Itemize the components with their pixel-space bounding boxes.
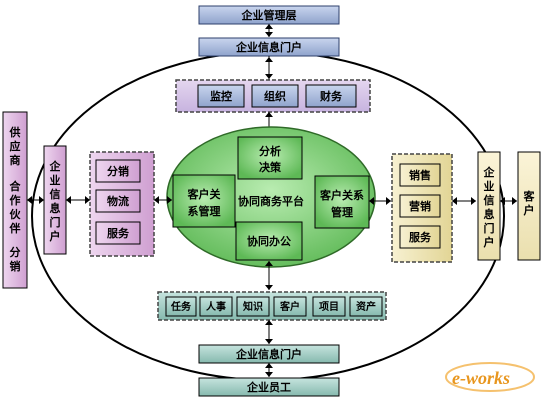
lower-item-4: 客户 [279, 300, 300, 313]
svg-text:应: 应 [10, 139, 21, 153]
left-item-2: 物流 [107, 194, 129, 208]
bottom-portal-label: 企业信息门户 [235, 347, 302, 361]
svg-text:销: 销 [10, 259, 21, 273]
lower-item-6: 资产 [356, 300, 376, 313]
upper-item-2: 组织 [264, 89, 286, 103]
upper-group: 监控 组织 财务 [175, 79, 371, 113]
lower-item-5: 项目 [319, 301, 339, 313]
lower-item-3: 知识 [242, 300, 263, 313]
svg-text:客户关系: 客户关系 [319, 188, 364, 202]
management-box: 企业管理层 [198, 5, 340, 25]
office-box: 协同办公 [235, 221, 303, 261]
upper-item-3: 财务 [319, 89, 343, 103]
staff-label: 企业员工 [246, 380, 291, 394]
right-portal-char-5: 门 [484, 221, 495, 235]
platform-title: 协同商务平台 [238, 194, 304, 208]
analysis-box: 分析 决策 [237, 136, 303, 180]
svg-text:合: 合 [10, 179, 22, 193]
svg-text:分析: 分析 [259, 144, 281, 158]
svg-text:决策: 决策 [259, 160, 282, 174]
bottom-portal-box: 企业信息门户 [198, 344, 340, 364]
svg-text:客户关: 客户关 [187, 187, 221, 201]
svg-text:管理: 管理 [331, 205, 353, 219]
customer-box: 客 户 [517, 151, 541, 261]
lower-item-1: 任务 [170, 300, 192, 313]
left-item-1: 分销 [107, 164, 129, 178]
top-portal-box: 企业信息门户 [198, 37, 340, 57]
right-portal-char-3: 信 [484, 193, 495, 207]
right-item-1: 销售 [409, 168, 431, 182]
right-portal-char-4: 息 [484, 207, 495, 221]
left-portal-char-1: 企 [49, 159, 62, 173]
left-portal-char-2: 业 [50, 173, 61, 187]
right-portal-char-1: 企 [483, 165, 496, 179]
svg-text:商: 商 [10, 153, 21, 167]
svg-text:伴: 伴 [9, 221, 21, 235]
left-portal-char-6: 户 [50, 229, 61, 243]
staff-box: 企业员工 [198, 377, 340, 397]
crm-right-box: 客户关系 管理 [314, 175, 370, 229]
left-portal-char-5: 门 [50, 215, 61, 229]
svg-text:系管理: 系管理 [188, 204, 221, 218]
right-item-3: 服务 [409, 230, 432, 244]
left-portal-box: 企 业 信 息 门 户 [43, 145, 67, 255]
upper-item-1: 监控 [210, 89, 232, 103]
svg-text:e-works: e-works [452, 368, 510, 388]
svg-text:客: 客 [523, 189, 536, 203]
svg-text:伙: 伙 [10, 208, 22, 221]
right-item-2: 营销 [409, 199, 431, 213]
right-portal-char-2: 业 [484, 179, 495, 193]
right-portal-box: 企 业 信 息 门 户 [477, 151, 501, 261]
right-portal-char-6: 户 [484, 235, 495, 249]
svg-text:作: 作 [10, 193, 21, 207]
supplier-box: 供 应 商 合 作 伙 伴 分 销 [2, 111, 28, 289]
svg-text:分: 分 [10, 245, 21, 259]
left-group: 分销 物流 服务 [89, 151, 155, 257]
management-label: 企业管理层 [241, 8, 297, 22]
left-portal-char-3: 信 [50, 187, 61, 201]
left-portal-char-4: 息 [50, 201, 61, 215]
lower-item-2: 人事 [206, 300, 226, 313]
svg-text:协同办公: 协同办公 [247, 234, 291, 248]
left-item-3: 服务 [107, 226, 130, 240]
svg-text:供: 供 [9, 125, 21, 139]
crm-left-box: 客户关 系管理 [172, 174, 236, 228]
right-group: 销售 营销 服务 [391, 153, 453, 263]
top-portal-label: 企业信息门户 [235, 40, 302, 54]
svg-text:户: 户 [524, 203, 535, 217]
eworks-logo: e-works [445, 362, 535, 392]
lower-group: 任务 人事 知识 客户 项目 资产 [157, 291, 387, 321]
